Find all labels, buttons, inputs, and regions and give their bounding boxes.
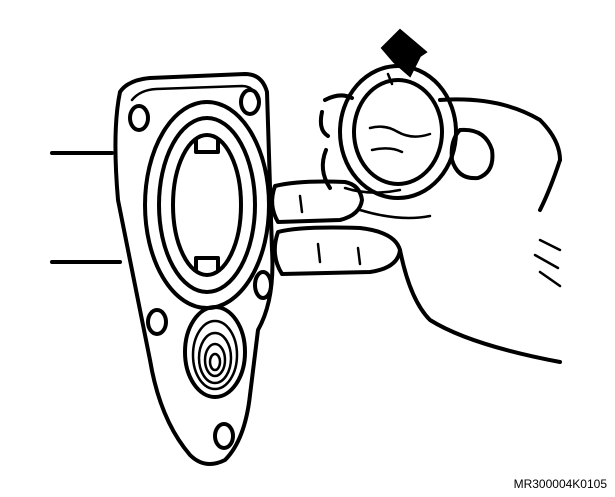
hose-pipes <box>50 151 122 264</box>
bolt-hole-bottom <box>213 422 235 450</box>
gasket-inner-edge <box>352 78 444 186</box>
bolt-hole-mid-right <box>253 270 273 300</box>
bolt-hole-top-left <box>128 104 150 132</box>
hand <box>270 93 562 364</box>
thermostat-housing <box>113 72 275 466</box>
lower-port <box>183 305 247 399</box>
figure-reference-code: MR300004K0105 <box>513 477 607 491</box>
bolt-hole-bottom-left <box>146 308 168 336</box>
gasket-ring <box>338 64 458 200</box>
housing-outer-ring <box>143 100 271 310</box>
housing-mid-ring <box>157 116 257 294</box>
bolt-hole-top-right <box>239 88 261 116</box>
housing-inner-ring <box>171 133 243 277</box>
arrow-down-icon <box>380 28 428 78</box>
